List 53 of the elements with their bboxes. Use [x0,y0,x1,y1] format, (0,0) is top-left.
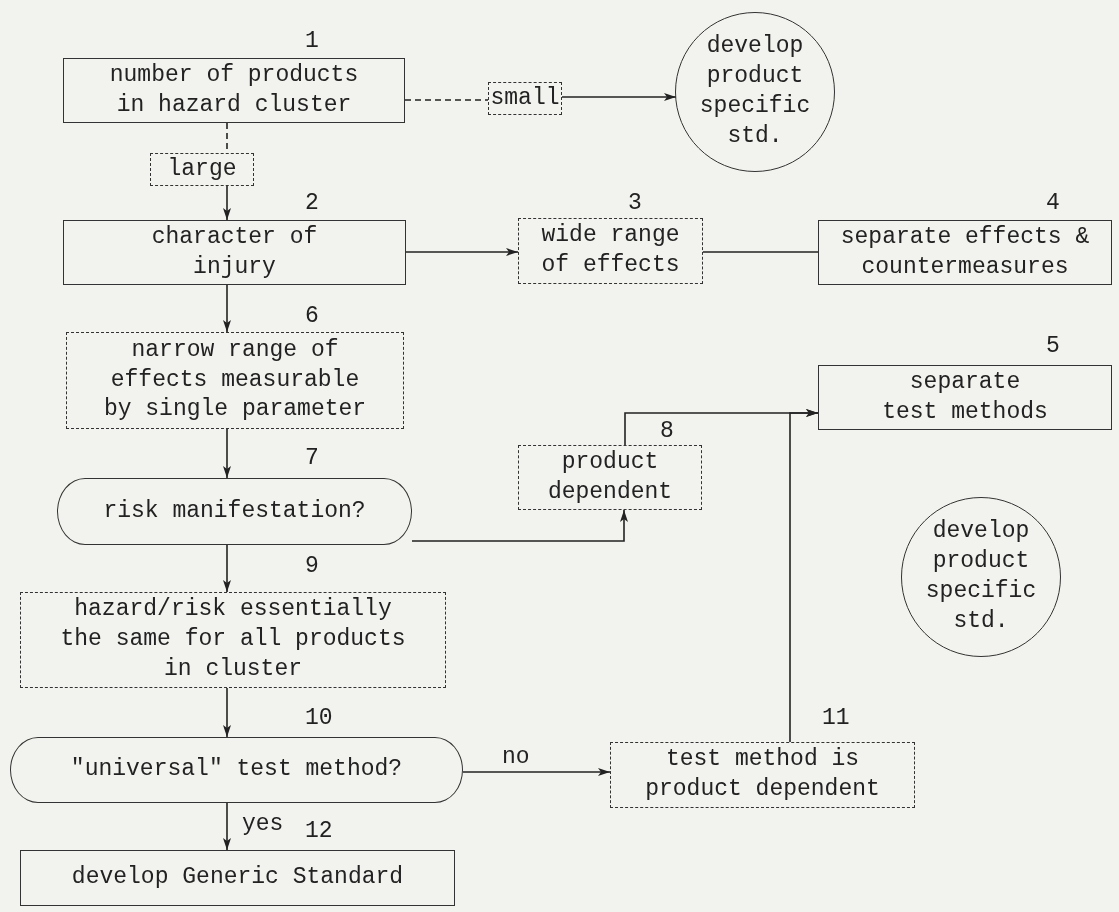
step-number: 11 [822,707,850,730]
node-label: hazard/risk essentially the same for all products in cluster [59,595,407,684]
node-label: large [167,154,237,184]
dashed-box [66,332,404,429]
node-label: test method is product dependent [644,745,881,804]
arrow [561,93,677,101]
step-number: 7 [305,447,319,470]
arrow [223,185,231,221]
node-label: character of injury [150,222,319,282]
step-number: 8 [660,420,674,443]
node-label: number of products in hazard cluster [108,60,360,120]
arrow [405,248,519,256]
process-box [818,365,1112,430]
connector-line [404,99,489,101]
node-label: product dependent [546,447,674,507]
step-number: 2 [305,192,319,215]
node-label: separate effects & countermeasures [839,222,1091,282]
dashed-box [610,742,915,808]
arrow [462,768,611,776]
node-label: small [490,83,560,113]
node-label: narrow range of effects measurable by single parameter [102,335,368,425]
arrow [223,544,231,593]
dashed-box [518,445,702,510]
step-number: 6 [305,305,319,328]
process-box [20,850,455,906]
process-box [818,220,1112,285]
step-number: 5 [1046,335,1060,358]
process-box [63,58,405,123]
step-number: 12 [305,820,333,843]
node-label: develop product specific std. [924,517,1038,636]
step-number: 4 [1046,192,1060,215]
arrow [223,428,231,479]
step-number: 9 [305,555,319,578]
step-number: 10 [305,707,333,730]
arrow [223,687,231,738]
node-label: separate test methods [881,367,1049,427]
dashed-box [20,592,446,688]
node-label: develop Generic Standard [71,863,404,893]
node-label: risk manifestation? [103,496,366,526]
step-number: 3 [628,192,642,215]
arrow [223,284,231,333]
node-label: wide range of effects [540,221,681,280]
arrow [789,409,819,743]
arrow [223,802,231,851]
step-number: 1 [305,30,319,53]
node-label: develop product specific std. [698,32,812,151]
connector-line [702,251,819,253]
dashed-box [518,218,703,284]
dashed-box [150,153,254,186]
decision-box [57,478,412,545]
arrow [411,509,628,542]
node-label: "universal" test method? [70,755,403,785]
process-box [63,220,406,285]
